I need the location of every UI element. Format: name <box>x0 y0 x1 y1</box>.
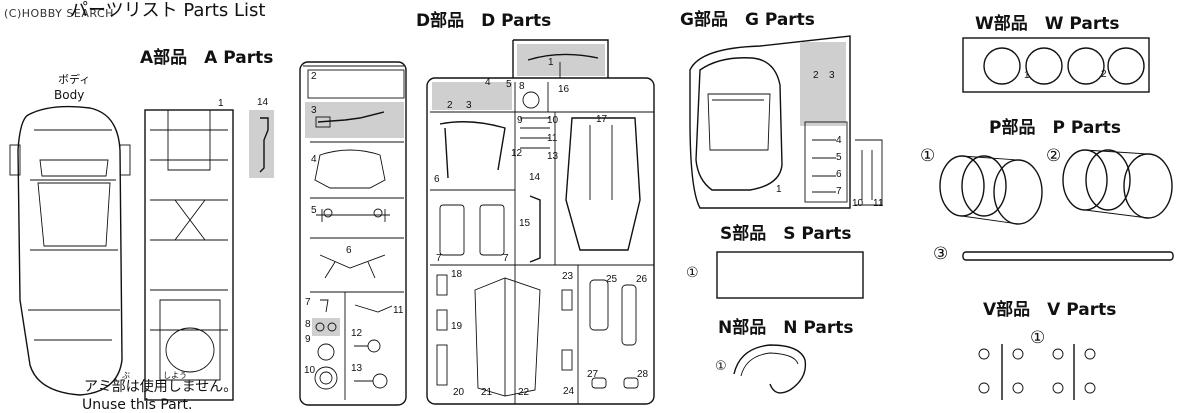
g-num-4: 4 <box>836 135 842 146</box>
p-parts-header: P部品 P Parts <box>989 118 1121 138</box>
v-marker-1: ① <box>1030 328 1046 348</box>
d-right-num-7a: 7 <box>436 253 442 264</box>
d-right-num-9: 9 <box>517 115 523 126</box>
v-parts-header: V部品 V Parts <box>983 300 1117 320</box>
p-marker-3: ③ <box>933 244 949 264</box>
g-num-7: 7 <box>836 186 842 197</box>
d-right-num-14: 14 <box>529 172 541 183</box>
n-tube <box>733 344 807 394</box>
body-label-jp: ボディ <box>58 73 91 86</box>
a-chassis-part <box>144 109 234 401</box>
note-en: Unuse this Part. <box>82 397 193 413</box>
w-runner <box>962 37 1150 93</box>
d-left-num-3: 3 <box>311 105 317 116</box>
w-num-1: 1 <box>1024 70 1030 81</box>
d-right-num-21: 21 <box>481 387 493 398</box>
d-left-num-13: 13 <box>351 363 363 374</box>
d-right-num-10: 10 <box>547 115 559 126</box>
g-num-2: 2 <box>813 70 819 81</box>
d-right-num-1: 1 <box>548 57 554 68</box>
g-num-3: 3 <box>829 70 835 81</box>
d-left-num-9: 9 <box>305 334 311 345</box>
d-right-num-3: 3 <box>466 100 472 111</box>
d-right-num-12: 12 <box>511 148 523 159</box>
d-right-num-15: 15 <box>519 218 531 229</box>
p-marker-1: ① <box>920 146 936 166</box>
d-left-num-12: 12 <box>351 328 363 339</box>
d-left-num-5: 5 <box>311 205 317 216</box>
d-left-num-11: 11 <box>393 305 404 316</box>
d-left-num-6: 6 <box>346 245 352 256</box>
a-body-part <box>9 105 131 396</box>
a-part-14 <box>259 117 269 173</box>
d-parts-header: D部品 D Parts <box>416 11 552 31</box>
s-sheet <box>716 251 864 299</box>
d-right-num-2: 2 <box>447 100 453 111</box>
d-left-runner <box>299 61 407 406</box>
d-left-num-10: 10 <box>304 365 316 376</box>
d-right-num-25: 25 <box>606 274 618 285</box>
note-ruby-2: しよう <box>163 371 187 380</box>
w-num-2: 2 <box>1101 69 1107 80</box>
g-num-10: 10 <box>852 198 864 209</box>
s-parts-header: S部品 S Parts <box>720 224 852 244</box>
d-right-num-4: 4 <box>485 77 491 88</box>
d-right-num-6: 6 <box>434 174 440 185</box>
g-parts-header: G部品 G Parts <box>680 10 815 30</box>
d-left-num-4: 4 <box>311 154 317 165</box>
d-right-num-19: 19 <box>451 321 463 332</box>
d-right-num-5: 5 <box>506 79 512 90</box>
d-right-runner <box>426 39 655 405</box>
n-marker-1: ① <box>715 359 727 374</box>
w-parts-header: W部品 W Parts <box>975 14 1120 34</box>
p-marker-2: ② <box>1046 146 1062 166</box>
d-right-num-28: 28 <box>637 369 649 380</box>
d-right-num-18: 18 <box>451 269 463 280</box>
d-right-num-24: 24 <box>563 386 575 397</box>
s-marker-1: ① <box>686 265 699 281</box>
body-label-en: Body <box>54 88 85 102</box>
v-parts <box>978 344 1096 400</box>
d-right-num-23: 23 <box>562 271 574 282</box>
g-runner <box>689 35 883 209</box>
d-right-num-7b: 7 <box>503 253 509 264</box>
g-num-11: 11 <box>873 198 884 209</box>
d-right-num-26: 26 <box>636 274 648 285</box>
d-right-num-8: 8 <box>519 81 525 92</box>
d-left-num-8: 8 <box>305 319 311 330</box>
a-parts-header: A部品 A Parts <box>140 48 274 68</box>
note-jp: アミ部は使用しません。 <box>84 379 238 395</box>
d-right-num-16: 16 <box>558 84 570 95</box>
page-title: パーツリスト Parts List <box>70 0 266 21</box>
g-num-1: 1 <box>776 184 782 195</box>
d-right-num-27: 27 <box>587 369 599 380</box>
g-num-5: 5 <box>836 152 842 163</box>
note-ruby-1: ぶ <box>122 371 130 380</box>
d-right-num-11: 11 <box>547 133 558 144</box>
watermark: (C)HOBBY SEARCH <box>4 7 114 20</box>
n-parts-header: N部品 N Parts <box>718 318 854 338</box>
d-right-num-20: 20 <box>453 387 465 398</box>
d-right-num-17: 17 <box>596 114 608 125</box>
d-right-num-22: 22 <box>518 387 530 398</box>
d-left-num-7: 7 <box>305 297 311 308</box>
p-tires <box>939 149 1173 225</box>
a-part-number-1: 1 <box>218 98 224 109</box>
a-part-number-14: 14 <box>257 97 269 108</box>
d-left-num-2: 2 <box>311 71 317 82</box>
p-axle-rod <box>962 251 1174 261</box>
d-right-num-13: 13 <box>547 151 559 162</box>
g-num-6: 6 <box>836 169 842 180</box>
